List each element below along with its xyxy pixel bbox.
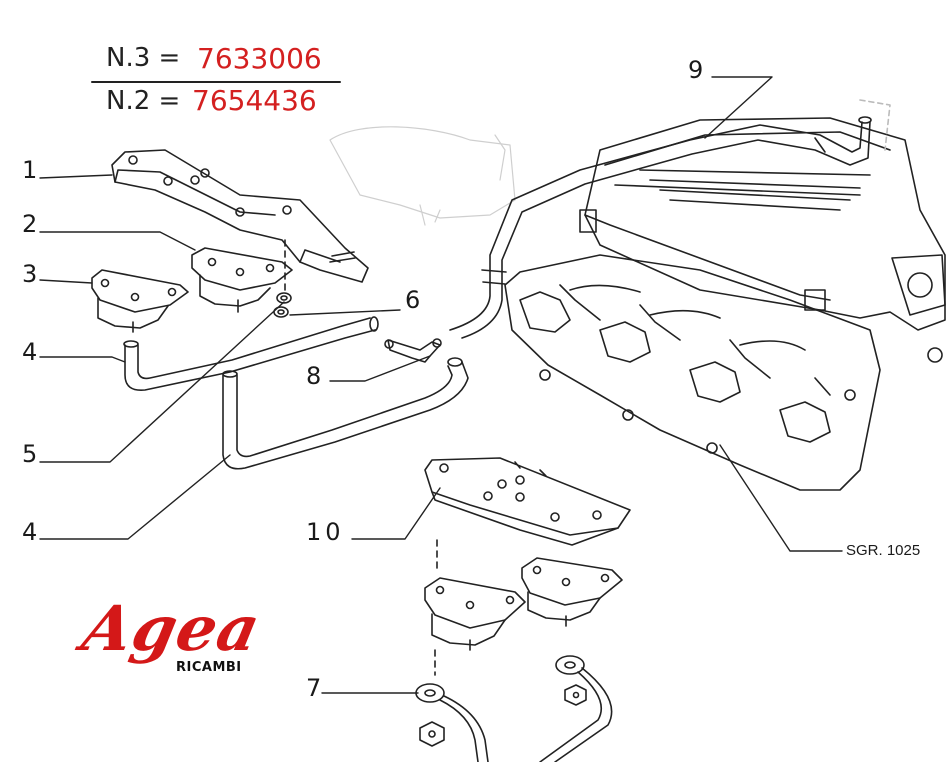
part-2-mount [191, 247, 293, 313]
callout-6: 6 [405, 286, 421, 314]
callout-10: 10 [306, 518, 345, 546]
callout-5: 5 [22, 440, 38, 468]
intake-manifold [579, 99, 946, 331]
part-10-bracket [424, 457, 631, 571]
callout-8: 8 [306, 362, 322, 390]
part-3-mount [91, 269, 189, 333]
exhaust-manifold [504, 254, 943, 491]
code-n2-value: 7654436 [192, 84, 317, 117]
callout-9: 9 [688, 56, 704, 84]
code-n3-value: 7633006 [197, 42, 322, 75]
part-4-lower-hose [222, 357, 469, 470]
drawing-reference: SGR. 1025 [846, 542, 921, 559]
callout-3: 3 [22, 260, 38, 288]
part-8-tee [384, 338, 442, 363]
code-n2-label: N.2 = [106, 86, 181, 116]
callout-1: 1 [22, 156, 38, 184]
part-4-upper-hose [123, 316, 379, 392]
background-engine-outline [329, 126, 516, 226]
callout-4-lower: 4 [22, 518, 38, 546]
callout-2: 2 [22, 210, 38, 238]
agea-logo-subtitle: RICAMBI [176, 660, 242, 675]
code-n3-label: N.3 = [106, 43, 181, 73]
part-7-ground-straps [415, 655, 613, 762]
lower-mounts [424, 557, 623, 676]
agea-logo: Agea [76, 592, 267, 665]
part-9-vent-hose [449, 116, 872, 339]
part-1-bracket [111, 149, 369, 283]
part-5-6-nuts [273, 239, 292, 318]
callout-4-upper: 4 [22, 338, 38, 366]
callout-7: 7 [306, 674, 322, 702]
leader-lines [39, 76, 843, 694]
